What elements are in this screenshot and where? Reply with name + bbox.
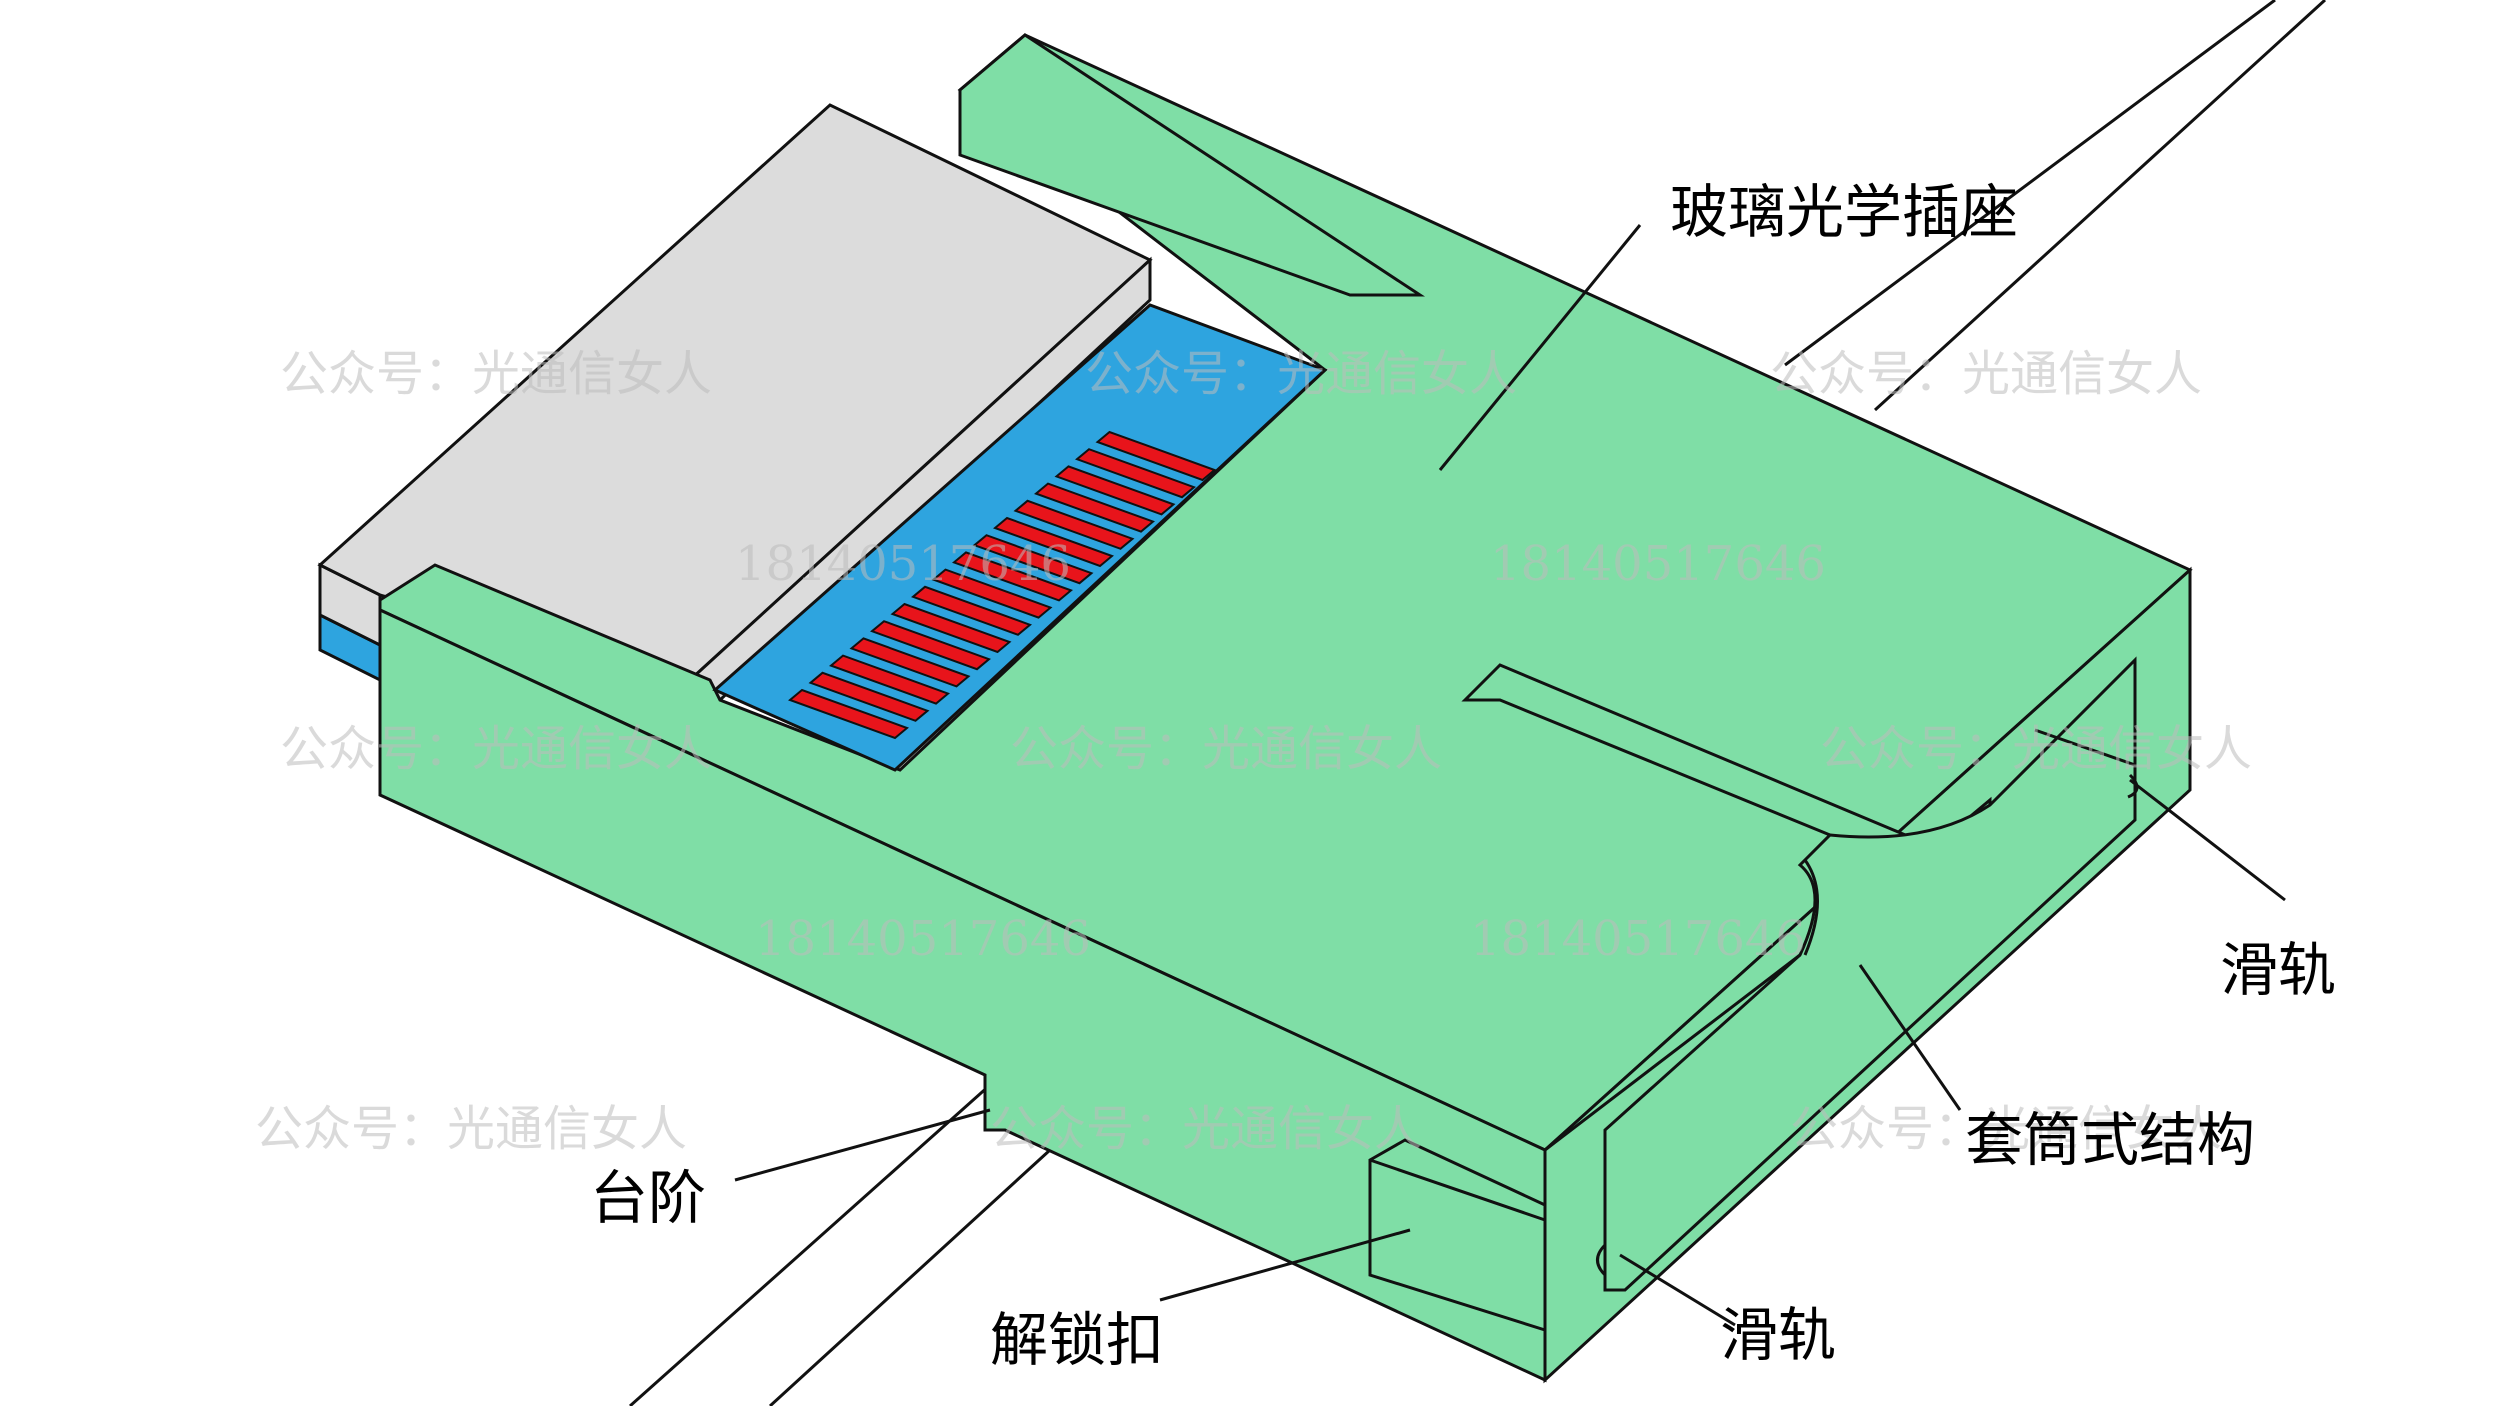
label-rail-bottom: 滑轨 [1720, 1301, 1836, 1369]
latch-face [1368, 1138, 1547, 1333]
electrode-strip [1034, 482, 1155, 533]
electrode-strip [808, 671, 930, 722]
electrode-strip [911, 585, 1032, 636]
watermark-phone: 18140517646 [1490, 536, 1826, 592]
electrode-strip [829, 654, 950, 705]
watermark-account: 公众号：光通信女人 [1820, 721, 2252, 777]
callout-labels: 玻璃光学插座 滑轨 套筒式结构 台阶 解锁扣 滑轨 [590, 178, 2336, 1374]
watermark-account: 公众号：光通信女人 [1010, 721, 1442, 777]
label-step: 台阶 [590, 1164, 706, 1232]
watermark-account: 公众号：光通信女人 [255, 1101, 687, 1157]
electrode-strip [1013, 499, 1135, 550]
watermark-account: 公众号：光通信女人 [1770, 346, 2202, 402]
watermark-account: 公众号：光通信女人 [280, 346, 712, 402]
electrode-strip [890, 602, 1012, 654]
watermark-phone: 18140517646 [735, 536, 1071, 592]
watermark-account: 公众号：光通信女人 [280, 721, 712, 777]
watermark-account: 公众号：光通信女人 [1085, 346, 1517, 402]
label-sleeve: 套筒式结构 [1965, 1106, 2255, 1174]
rail-lines [629, 0, 2327, 1406]
watermark-account: 公众号：光通信女人 [990, 1101, 1422, 1157]
label-glass-socket: 玻璃光学插座 [1670, 178, 2018, 246]
watermark-phone: 18140517646 [755, 911, 1091, 967]
watermark-account: 公众号：光通信女人 [1790, 1101, 2222, 1157]
label-unlock: 解锁扣 [990, 1306, 1164, 1374]
sleeve-channel [1603, 656, 2137, 1292]
sleeve-slot [1461, 656, 2139, 1292]
electrode-strip [972, 534, 1094, 585]
label-rail-right: 滑轨 [2220, 936, 2336, 1004]
electrode-strip [1054, 465, 1176, 516]
socket-back-lip [958, 33, 1426, 297]
electrode-strip [788, 688, 909, 740]
leader-lines [734, 224, 2286, 1327]
electrode-strip [993, 516, 1114, 568]
electrode-strip [931, 568, 1053, 619]
electrode-strip [870, 620, 991, 671]
electrode-strip [1075, 448, 1196, 499]
electrode-strip [1095, 430, 1217, 482]
watermark-phone: 18140517646 [1470, 911, 1806, 967]
chip-module [317, 103, 1153, 702]
unlock-latch [1368, 1138, 1547, 1333]
electrode-strip [849, 637, 971, 688]
watermarks: 公众号：光通信女人 公众号：光通信女人 公众号：光通信女人 1814051764… [255, 346, 2252, 1157]
electrode-strip [952, 551, 1073, 602]
electrode-array [788, 430, 1217, 740]
